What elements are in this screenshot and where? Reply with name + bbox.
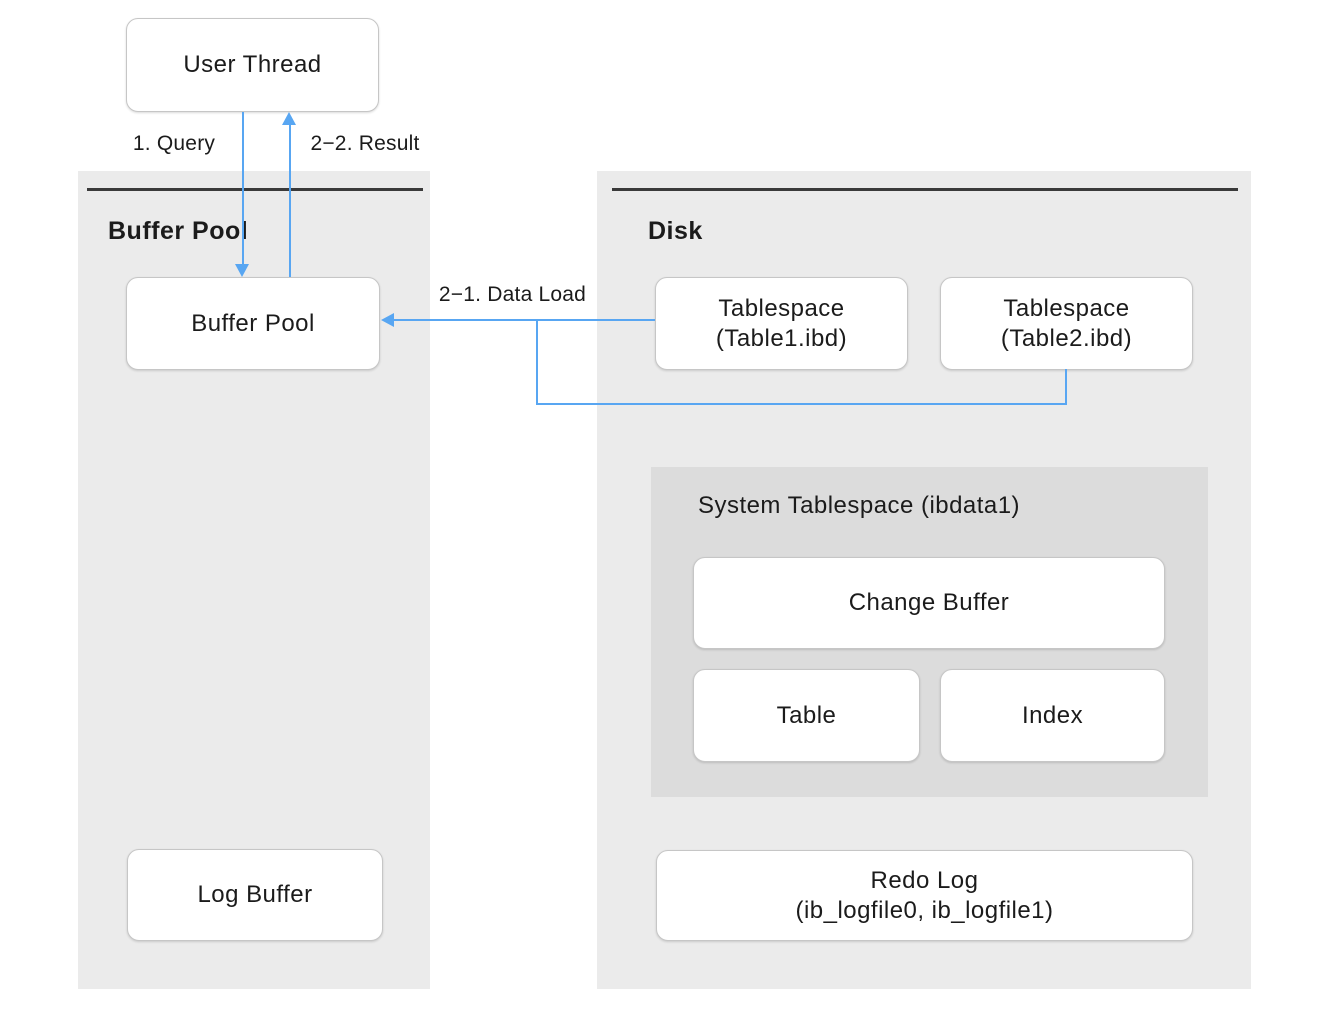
tablespace1-node: Tablespace (Table1.ibd)	[655, 277, 908, 370]
table-label: Table	[776, 701, 837, 729]
redo-log-file: (ib_logfile0, ib_logfile1)	[795, 896, 1054, 924]
system-tablespace-title: System Tablespace (ibdata1)	[698, 492, 1021, 519]
buffer-pool-label: Buffer Pool	[191, 309, 315, 337]
query-arrow-label: 1. Query	[132, 132, 216, 155]
change-buffer-node: Change Buffer	[693, 557, 1165, 649]
tablespace2-connector-line	[1065, 369, 1067, 405]
tablespace2-node: Tablespace (Table2.ibd)	[940, 277, 1193, 370]
result-arrow-line	[289, 125, 291, 277]
system-tablespace-box: System Tablespace (ibdata1) Change Buffe…	[651, 467, 1208, 797]
tablespace2-file: (Table2.ibd)	[1000, 324, 1133, 352]
query-arrow-line	[242, 112, 244, 264]
tablespace1-file: (Table1.ibd)	[715, 324, 848, 352]
result-arrow-label: 2−2. Result	[310, 132, 420, 155]
data-load-arrowhead-left-icon	[381, 313, 394, 327]
buffer-pool-panel-title: Buffer Pool	[108, 217, 249, 245]
index-label: Index	[1021, 701, 1084, 729]
data-load-arrow-line	[393, 319, 655, 321]
change-buffer-label: Change Buffer	[848, 589, 1010, 616]
disk-panel-title: Disk	[648, 217, 703, 245]
table-node: Table	[693, 669, 920, 762]
data-load-branch-vertical-line	[536, 320, 538, 404]
log-buffer-label: Log Buffer	[197, 881, 313, 908]
index-node: Index	[940, 669, 1165, 762]
log-buffer-node: Log Buffer	[127, 849, 383, 941]
user-thread-node: User Thread	[126, 18, 379, 112]
query-arrowhead-down-icon	[235, 264, 249, 277]
result-arrowhead-up-icon	[282, 112, 296, 125]
data-load-branch-horizontal-line	[536, 403, 1067, 405]
data-load-arrow-label: 2−1. Data Load	[438, 283, 587, 306]
user-thread-label: User Thread	[183, 51, 322, 78]
redo-log-node: Redo Log (ib_logfile0, ib_logfile1)	[656, 850, 1193, 941]
buffer-pool-node: Buffer Pool	[126, 277, 380, 370]
disk-panel-accent-bar	[612, 188, 1238, 191]
buffer-pool-panel-accent-bar	[87, 188, 423, 191]
tablespace2-name: Tablespace	[1003, 294, 1130, 322]
redo-log-name: Redo Log	[870, 866, 979, 894]
tablespace1-name: Tablespace	[718, 294, 845, 322]
